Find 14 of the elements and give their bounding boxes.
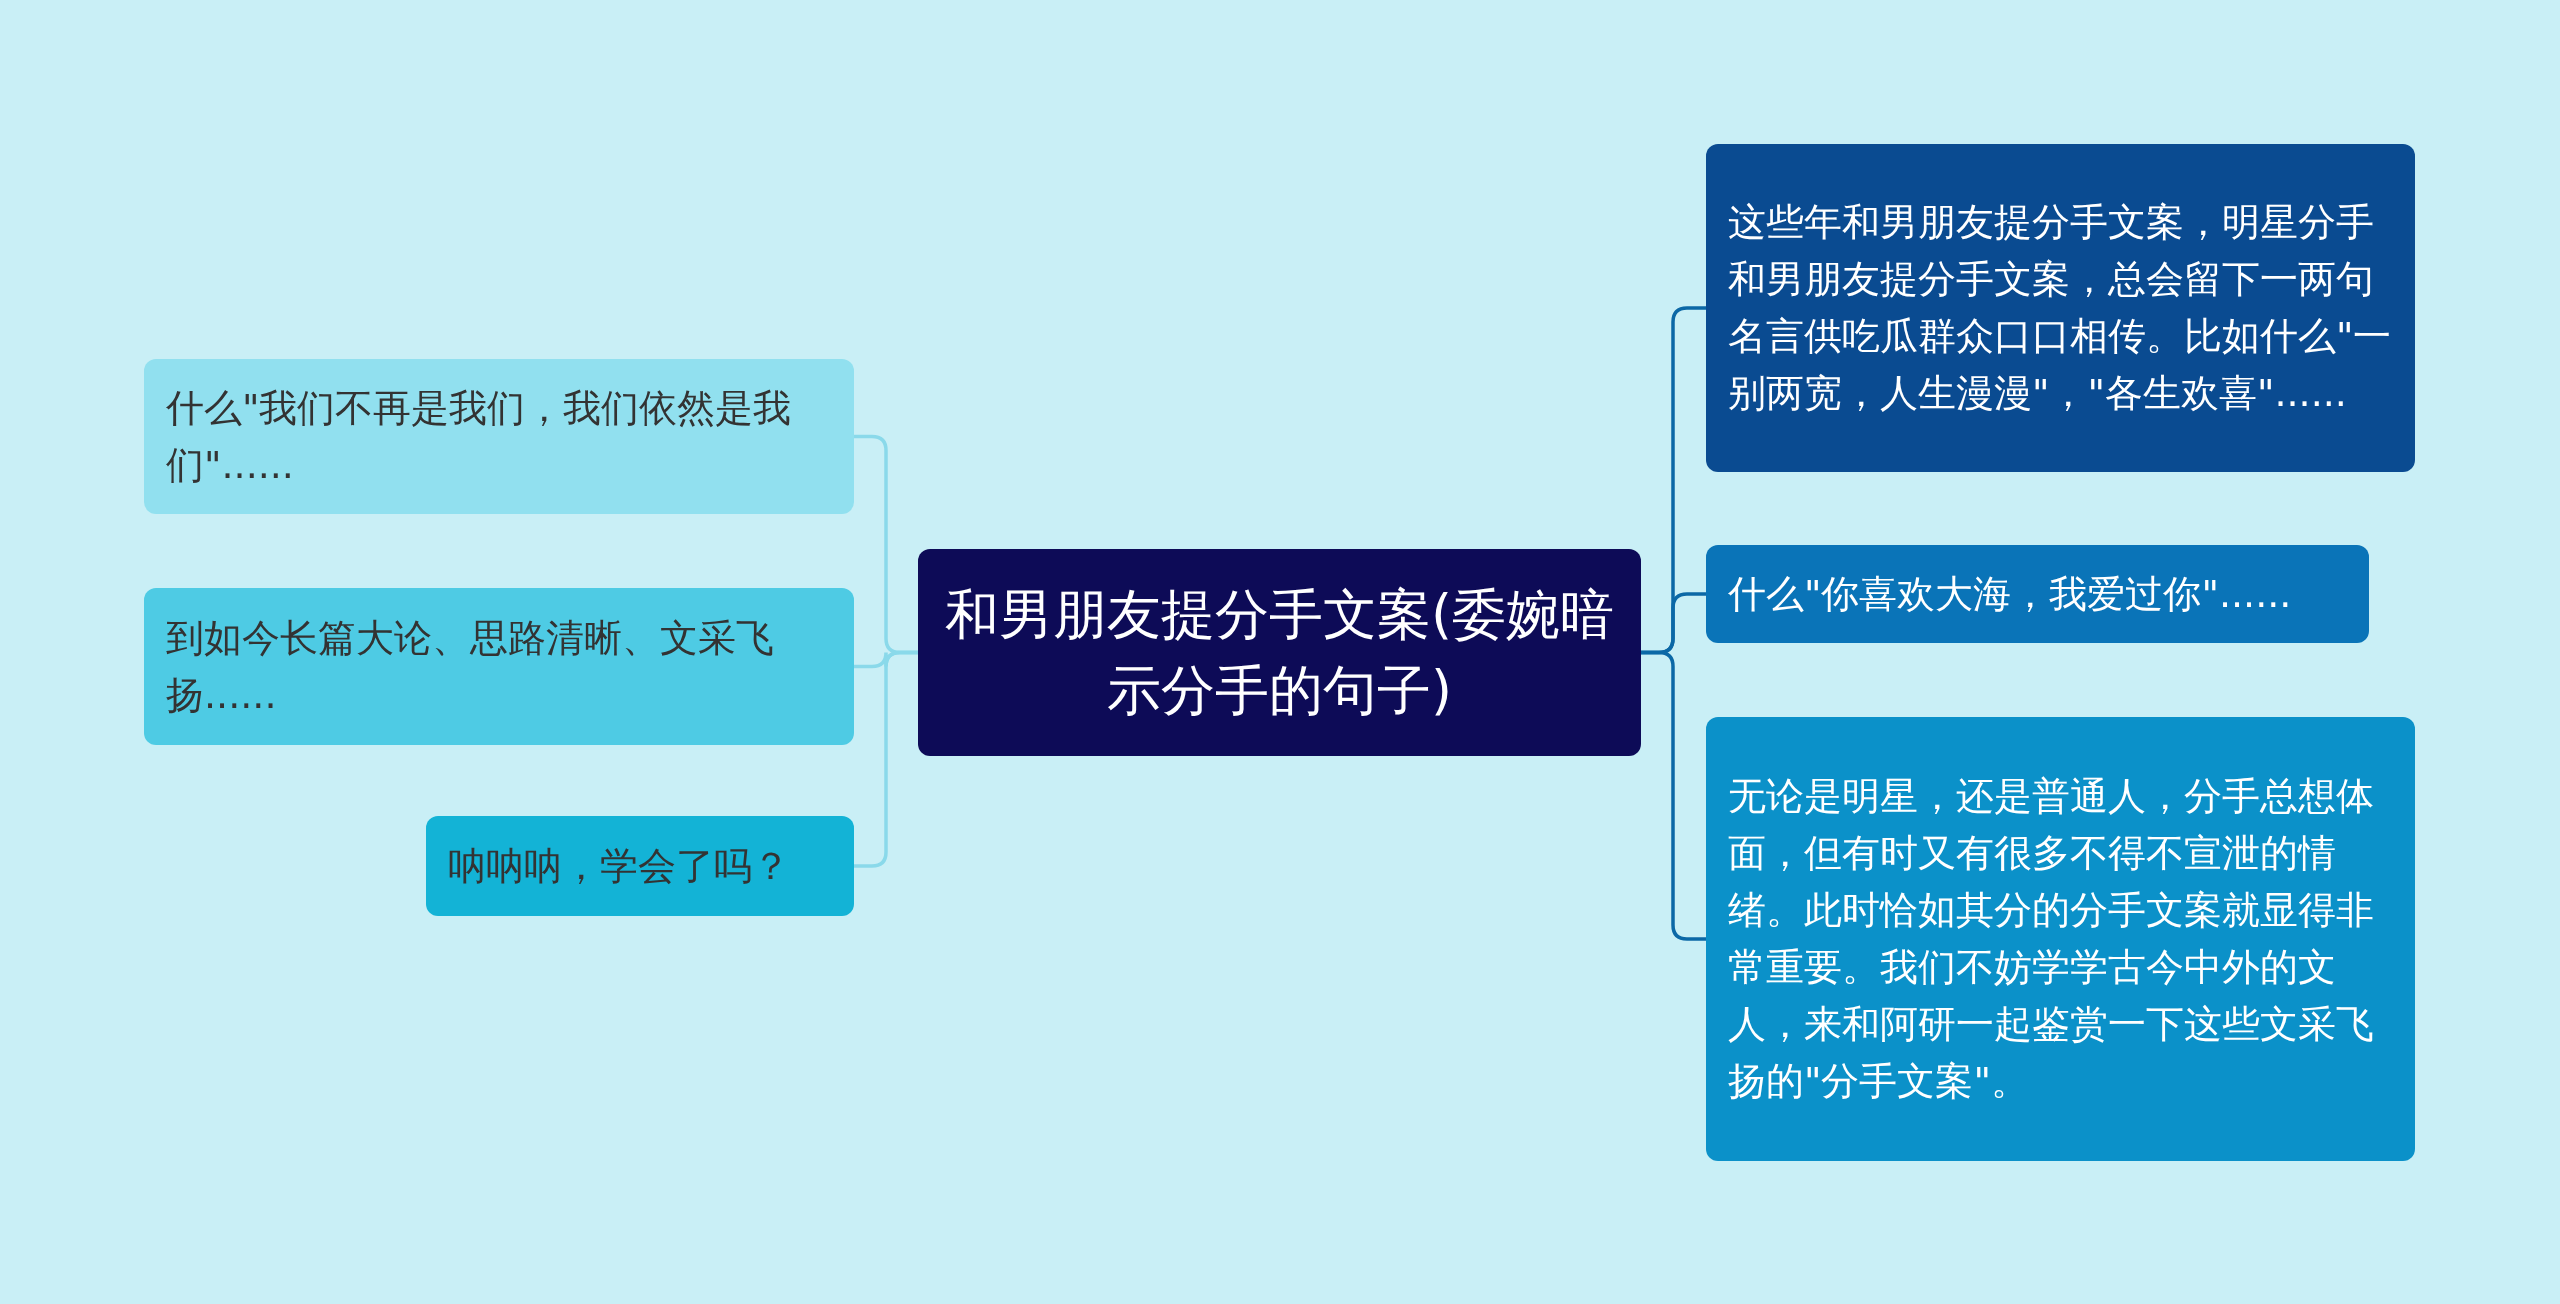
branch-box — [426, 816, 854, 916]
topic-box — [918, 549, 1641, 756]
node-text: 呐呐呐，学会了吗？ — [448, 842, 790, 890]
branch-box — [1706, 144, 2415, 472]
branch-box — [144, 588, 854, 745]
node-text: 什么"你喜欢大海，我爱过你"...... — [1728, 570, 2292, 618]
node-text: 这些年和男朋友提分手文案，明星分手和男朋友提分手文案，总会留下一两句名言供吃瓜群众口口相传。比如什么"一别两宽，人生漫漫"，"各生欢喜"...... — [1728, 199, 2393, 417]
node-text: 什么"我们不再是我们，我们依然是我们"...... — [166, 384, 793, 489]
branch-box — [1706, 545, 2369, 643]
node-text: 无论是明星，还是普通人，分手总想体面，但有时又有很多不得不宣泄的情绪。此时恰如其分的分手文案就显得非常重要。我们不妨学学古今中外的文人，来和阿研一起鉴赏一下这些文采飞扬的"分手文案"。 — [1728, 773, 2375, 1105]
branch-box — [144, 359, 854, 514]
node-text: 到如今长篇大论、思路清晰、文采飞扬...... — [166, 614, 775, 719]
node-text: 和男朋友提分手文案(委婉暗示分手的句子) — [943, 581, 1616, 724]
branch-box — [1706, 717, 2415, 1161]
